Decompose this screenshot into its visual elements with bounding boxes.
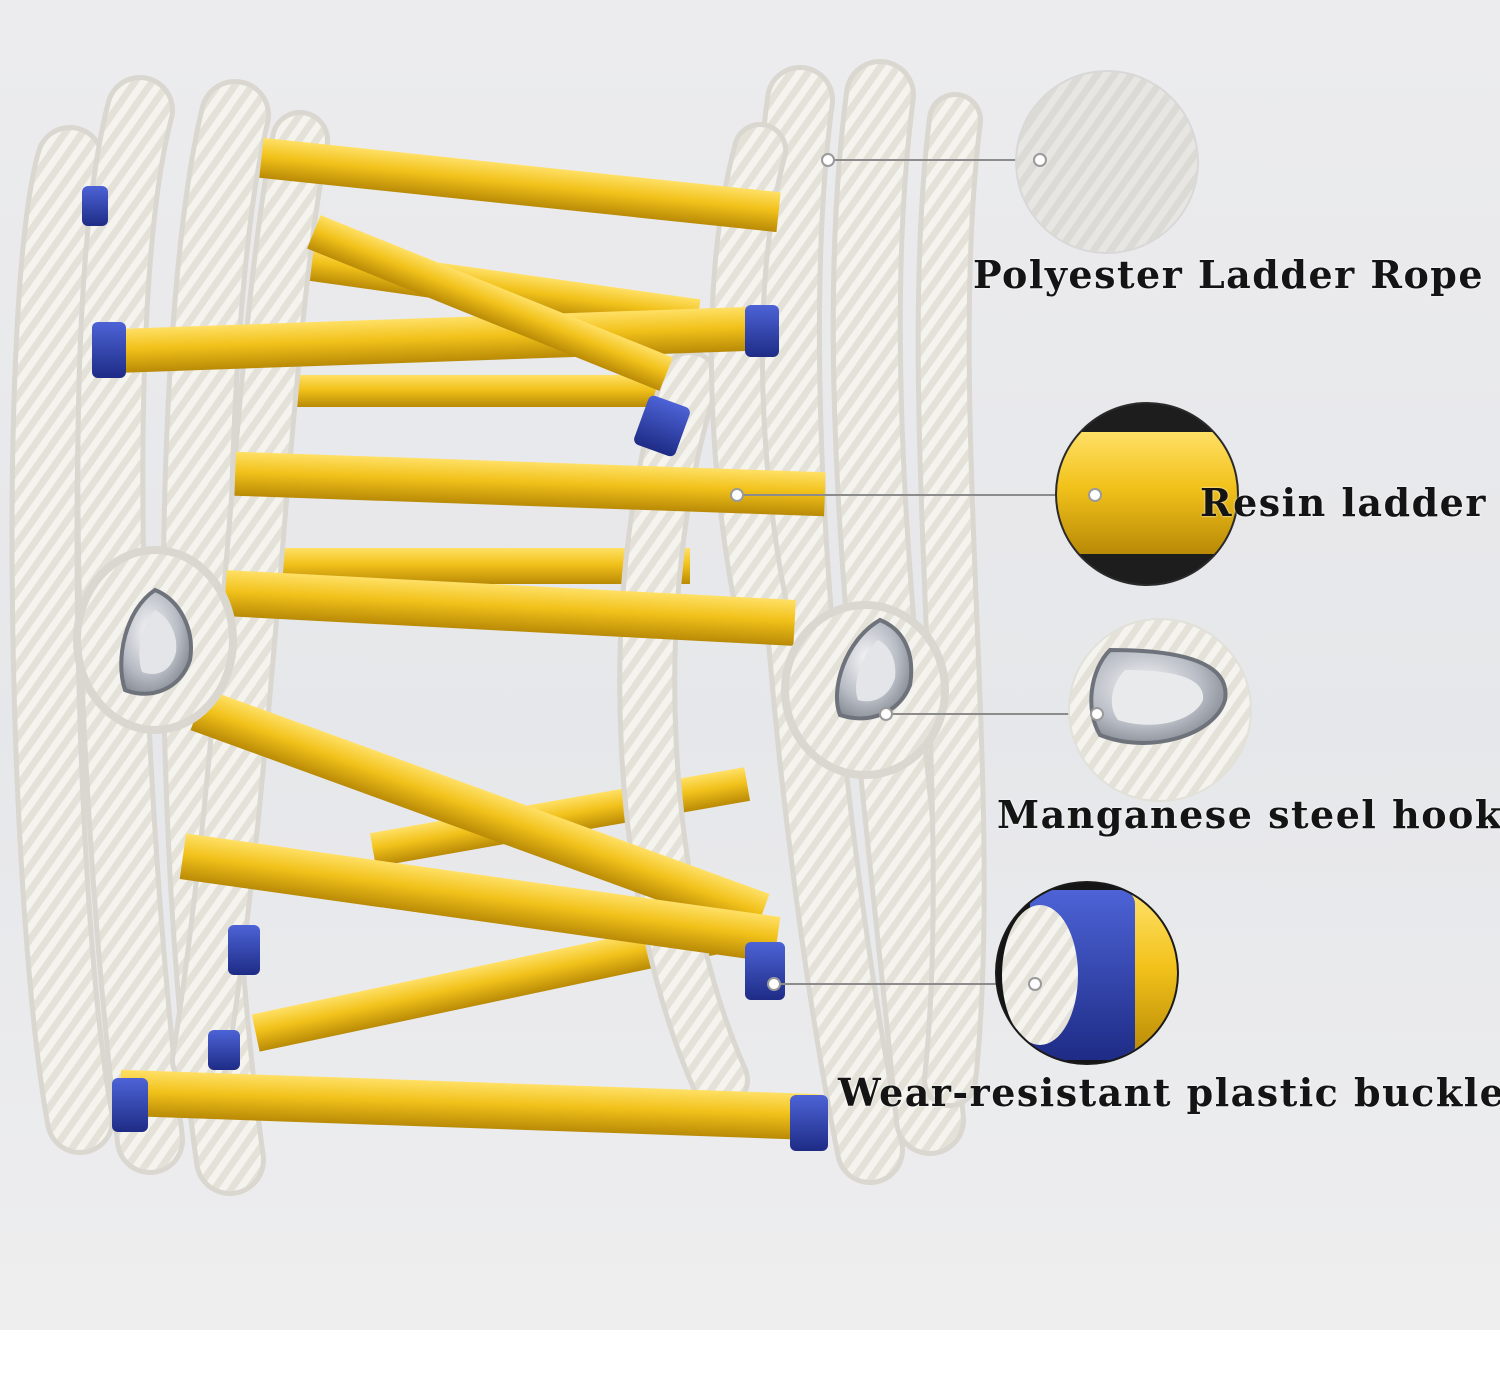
label-polyester-ladder-rope: Polyester Ladder Rope <box>973 252 1485 297</box>
steel-hooks <box>73 546 949 779</box>
ladder-rungs-front <box>99 137 826 1141</box>
callout-lines <box>737 159 1097 985</box>
detail-circle-resin <box>1055 402 1239 586</box>
detail-circle-rope <box>1015 70 1199 254</box>
detail-circle-hook <box>1068 618 1252 802</box>
detail-circle-buckle <box>995 881 1179 1065</box>
plastic-buckles <box>82 186 828 1151</box>
label-resin-ladder: Resin ladder <box>1200 480 1487 525</box>
rope-ladder-illustration <box>9 59 1252 1196</box>
label-manganese-steel-hook: Manganese steel hook <box>997 792 1500 837</box>
label-wear-resistant-plastic-buckle: Wear-resistant plastic buckle <box>838 1070 1500 1115</box>
